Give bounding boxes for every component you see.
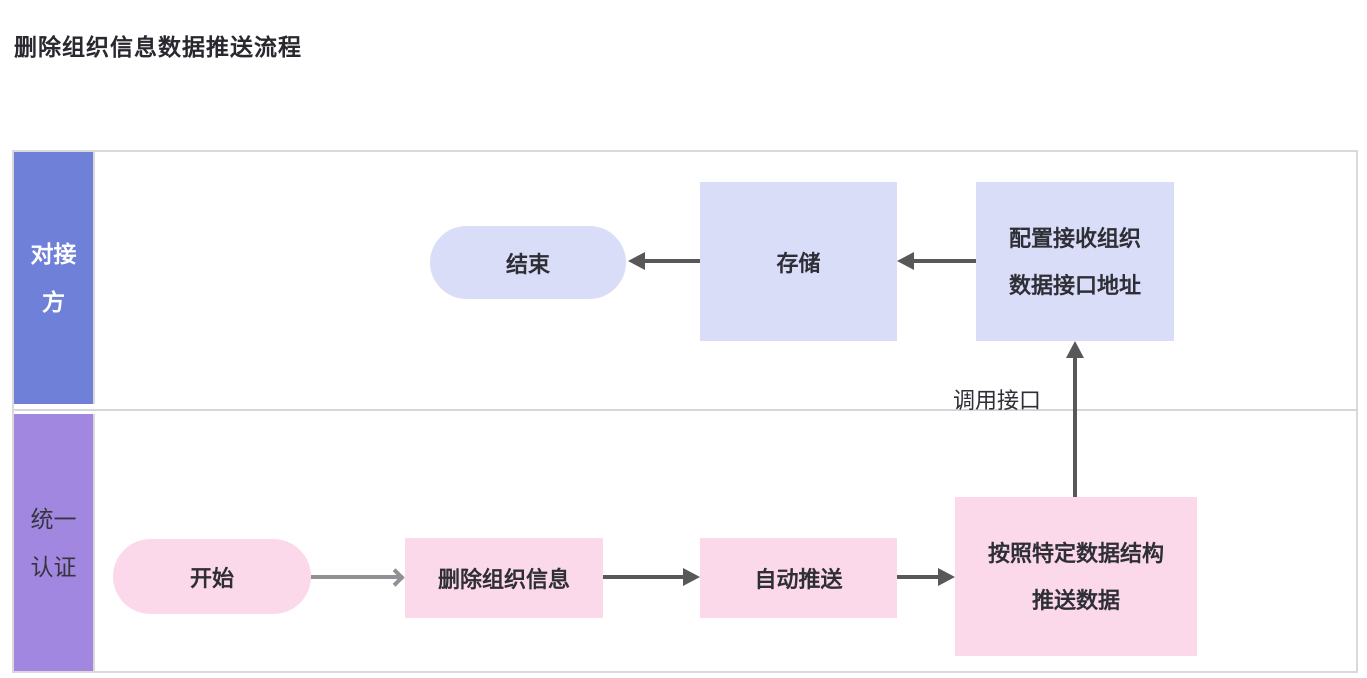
arrow-store-to-end — [628, 252, 700, 270]
arrow-chevron-head-icon — [386, 568, 405, 587]
arrow-shaft — [897, 575, 941, 579]
edge-label-call-interface: 调用接口 — [953, 388, 1042, 413]
arrow-right-head-icon — [683, 568, 700, 586]
lane-label-auth: 统一 认证 — [14, 414, 95, 671]
page-title: 删除组织信息数据推送流程 — [14, 34, 302, 60]
arrow-left-head-icon — [628, 252, 645, 270]
arrow-shaft — [642, 259, 700, 263]
node-config-interface: 配置接收组织 数据接口地址 — [976, 182, 1174, 341]
node-delete-org-info: 删除组织信息 — [405, 538, 603, 618]
node-delete-label: 删除组织信息 — [437, 567, 570, 592]
node-end-label: 结束 — [505, 251, 550, 277]
node-config-line2: 数据接口地址 — [1008, 272, 1141, 298]
node-struct-line1: 按照特定数据结构 — [987, 540, 1164, 566]
node-auto-push: 自动推送 — [700, 538, 897, 618]
arrow-config-to-store — [897, 252, 976, 270]
lane-divider — [14, 409, 1356, 411]
lane-label-partner-line2: 方 — [42, 289, 65, 315]
lane-label-auth-line2: 认证 — [30, 553, 77, 580]
arrow-start-to-delete — [311, 567, 405, 587]
node-end: 结束 — [430, 226, 626, 299]
arrow-shaft — [311, 575, 401, 579]
lane-label-auth-line1: 统一 — [30, 505, 77, 532]
arrow-left-head-icon — [897, 252, 914, 270]
arrow-shaft — [911, 259, 976, 263]
node-push-data-structure: 按照特定数据结构 推送数据 — [955, 497, 1197, 656]
arrow-right-head-icon — [938, 568, 955, 586]
node-store: 存储 — [700, 182, 897, 341]
node-push-label: 自动推送 — [754, 567, 843, 592]
lane-label-partner: 对接 方 — [14, 152, 95, 404]
arrow-shaft — [603, 575, 686, 579]
node-config-line1: 配置接收组织 — [1008, 225, 1141, 251]
arrow-up-head-icon — [1066, 341, 1084, 358]
lane-label-partner-line1: 对接 — [30, 241, 77, 267]
node-start: 开始 — [113, 539, 311, 614]
arrow-shaft — [1073, 355, 1077, 497]
arrow-push-to-struct — [897, 568, 955, 586]
node-store-label: 存储 — [776, 250, 821, 276]
arrow-struct-to-config — [1066, 341, 1084, 497]
node-start-label: 开始 — [189, 565, 234, 591]
node-struct-line2: 推送数据 — [1031, 587, 1120, 613]
arrow-delete-to-push — [603, 568, 700, 586]
